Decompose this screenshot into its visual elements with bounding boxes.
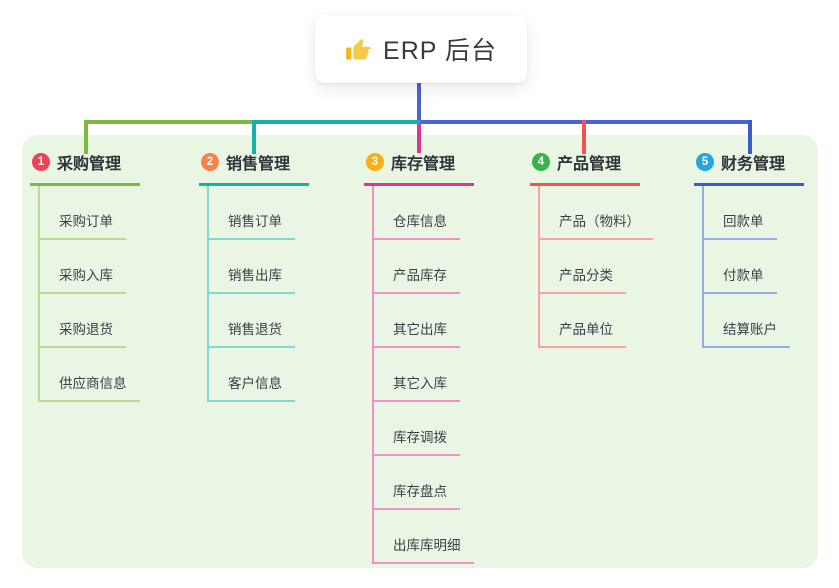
branch-header[interactable]: 4 产品管理 — [530, 150, 640, 186]
branch-label: 库存管理 — [391, 156, 456, 173]
mindmap-node[interactable]: 产品分类 — [540, 240, 626, 294]
branch-header[interactable]: 3 库存管理 — [364, 150, 474, 186]
root-connector-line — [417, 83, 421, 124]
mindmap-node[interactable]: 采购入库 — [40, 240, 126, 294]
drop-line-inventory — [417, 124, 421, 153]
root-title: ERP 后台 — [383, 37, 497, 65]
branch-items: 仓库信息产品库存其它出库其它入库库存调拨库存盘点出库库明细 — [372, 186, 474, 564]
mindmap-node[interactable]: 产品库存 — [374, 240, 460, 294]
branch-label: 销售管理 — [226, 156, 291, 173]
mindmap-node[interactable]: 出库库明细 — [374, 510, 474, 564]
mindmap-node[interactable]: 销售出库 — [209, 240, 295, 294]
branch-number-badge: 4 — [532, 153, 550, 171]
mindmap-node[interactable]: 客户信息 — [209, 348, 295, 402]
mindmap-node[interactable]: 产品（物料） — [540, 186, 653, 240]
branch-header[interactable]: 2 销售管理 — [199, 150, 309, 186]
branch-items: 采购订单采购入库采购退货供应商信息 — [38, 186, 140, 402]
branch-label: 采购管理 — [57, 156, 122, 173]
mindmap-node[interactable]: 销售退货 — [209, 294, 295, 348]
bus-segment-middle — [254, 120, 420, 124]
mindmap-node[interactable]: 库存调拨 — [374, 402, 460, 456]
branch-4: 4 产品管理 产品（物料）产品分类产品单位 — [530, 150, 653, 348]
branch-items: 回款单付款单结算账户 — [702, 186, 804, 348]
mindmap-node[interactable]: 销售订单 — [209, 186, 295, 240]
bus-segment-left — [84, 120, 254, 124]
drop-line-finance — [748, 120, 752, 154]
branch-label: 财务管理 — [721, 156, 786, 173]
mindmap-node[interactable]: 仓库信息 — [374, 186, 460, 240]
root-node[interactable]: ERP 后台 — [315, 15, 527, 83]
mindmap-node[interactable]: 其它入库 — [374, 348, 460, 402]
mindmap-node[interactable]: 付款单 — [704, 240, 777, 294]
branch-2: 2 销售管理 销售订单销售出库销售退货客户信息 — [199, 150, 309, 402]
mindmap-node[interactable]: 回款单 — [704, 186, 777, 240]
mindmap-node[interactable]: 结算账户 — [704, 294, 790, 348]
branch-1: 1 采购管理 采购订单采购入库采购退货供应商信息 — [30, 150, 140, 402]
branch-items: 销售订单销售出库销售退货客户信息 — [207, 186, 309, 402]
branch-items: 产品（物料）产品分类产品单位 — [538, 186, 653, 348]
branch-number-badge: 1 — [32, 153, 50, 171]
drop-line-purchase — [84, 120, 88, 154]
branch-header[interactable]: 5 财务管理 — [694, 150, 804, 186]
mindmap-node[interactable]: 供应商信息 — [40, 348, 140, 402]
mindmap-node[interactable]: 产品单位 — [540, 294, 626, 348]
branch-number-badge: 3 — [366, 153, 384, 171]
branch-number-badge: 2 — [201, 153, 219, 171]
drop-line-sales — [252, 120, 256, 154]
branches-panel — [22, 135, 818, 568]
branch-3: 3 库存管理 仓库信息产品库存其它出库其它入库库存调拨库存盘点出库库明细 — [364, 150, 474, 564]
mindmap-node[interactable]: 库存盘点 — [374, 456, 460, 510]
mindmap-node[interactable]: 采购退货 — [40, 294, 126, 348]
thumbs-up-icon — [345, 36, 372, 63]
mindmap-node[interactable]: 采购订单 — [40, 186, 126, 240]
branch-number-badge: 5 — [696, 153, 714, 171]
bus-segment-right — [420, 120, 752, 124]
branch-header[interactable]: 1 采购管理 — [30, 150, 140, 186]
drop-line-product — [582, 120, 586, 154]
branch-label: 产品管理 — [557, 156, 622, 173]
mindmap-node[interactable]: 其它出库 — [374, 294, 460, 348]
branch-5: 5 财务管理 回款单付款单结算账户 — [694, 150, 804, 348]
